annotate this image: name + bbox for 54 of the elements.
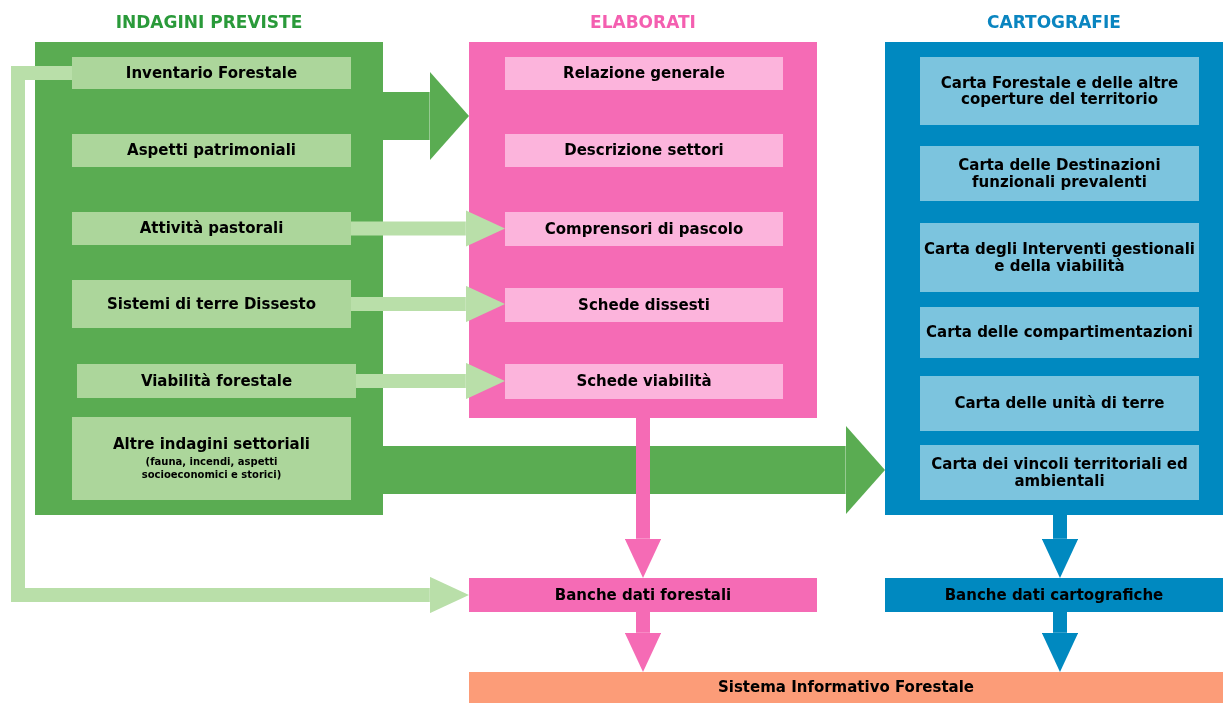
- arrow: [11, 66, 469, 614]
- item-box: [505, 364, 783, 399]
- database-bar: [469, 578, 817, 612]
- item-note: (fauna, incendi, aspetti socioeconomici e storici): [140, 456, 283, 482]
- item-box: [72, 57, 351, 89]
- arrow: [356, 362, 505, 400]
- item-label: Banche dati forestali: [554, 586, 732, 604]
- arrow: [1041, 612, 1079, 672]
- item-box: [920, 445, 1199, 500]
- item-label: Carta dei vincoli territoriali ed ambientali: [930, 456, 1189, 489]
- item-box: [920, 146, 1199, 201]
- item-label: Descrizione settori: [564, 142, 724, 159]
- item-label: Sistemi di terre Dissesto: [107, 295, 316, 313]
- arrow: [383, 71, 469, 161]
- item-label: Carta degli Interventi gestionali e della viabilità: [924, 241, 1195, 274]
- database-bar: [885, 578, 1223, 612]
- item-label: Altre indagini settoriali: [113, 435, 310, 453]
- item-box: [505, 134, 783, 167]
- item-box: [920, 376, 1199, 431]
- item-label: Carta delle compartimentazioni: [926, 324, 1193, 341]
- item-box: [920, 223, 1199, 292]
- item-box: [72, 134, 351, 167]
- item-box: [920, 307, 1199, 358]
- item-box: [505, 57, 783, 90]
- item-label: Banche dati cartografiche: [944, 586, 1164, 604]
- arrow: [383, 425, 885, 515]
- item-label: Sistema Informativo Forestale: [717, 679, 975, 696]
- item-label: Schede viabilità: [576, 373, 712, 390]
- section-heading: INDAGINI PREVISTE: [114, 11, 304, 34]
- arrow: [351, 285, 505, 323]
- item-label: Schede dissesti: [578, 296, 710, 314]
- item-label: Aspetti patrimoniali: [127, 142, 296, 159]
- item-label: Carta Forestale e delle altre coperture del territorio: [939, 74, 1180, 108]
- item-box: [505, 212, 783, 246]
- item-box: [72, 417, 351, 500]
- item-label: Viabilità forestale: [140, 372, 293, 390]
- item-label: Attività pastorali: [139, 220, 284, 237]
- database-bar: [469, 672, 1223, 703]
- arrow: [1041, 515, 1079, 578]
- arrow: [624, 418, 662, 578]
- item-label: Comprensori di pascolo: [544, 220, 744, 238]
- item-label: Carta delle unità di terre: [954, 395, 1165, 412]
- item-box: [505, 288, 783, 322]
- arrow: [351, 210, 505, 247]
- item-box: [72, 280, 351, 328]
- item-label: Carta delle Destinazioni funzionali prevalenti: [957, 157, 1162, 190]
- section-heading: ELABORATI: [589, 11, 697, 34]
- arrow: [624, 612, 662, 672]
- item-box: [77, 364, 356, 398]
- item-box: [72, 212, 351, 245]
- item-label: Relazione generale: [563, 65, 725, 82]
- section-heading: CARTOGRAFIE: [986, 11, 1122, 34]
- item-box: [920, 57, 1199, 125]
- item-label: Inventario Forestale: [125, 64, 298, 82]
